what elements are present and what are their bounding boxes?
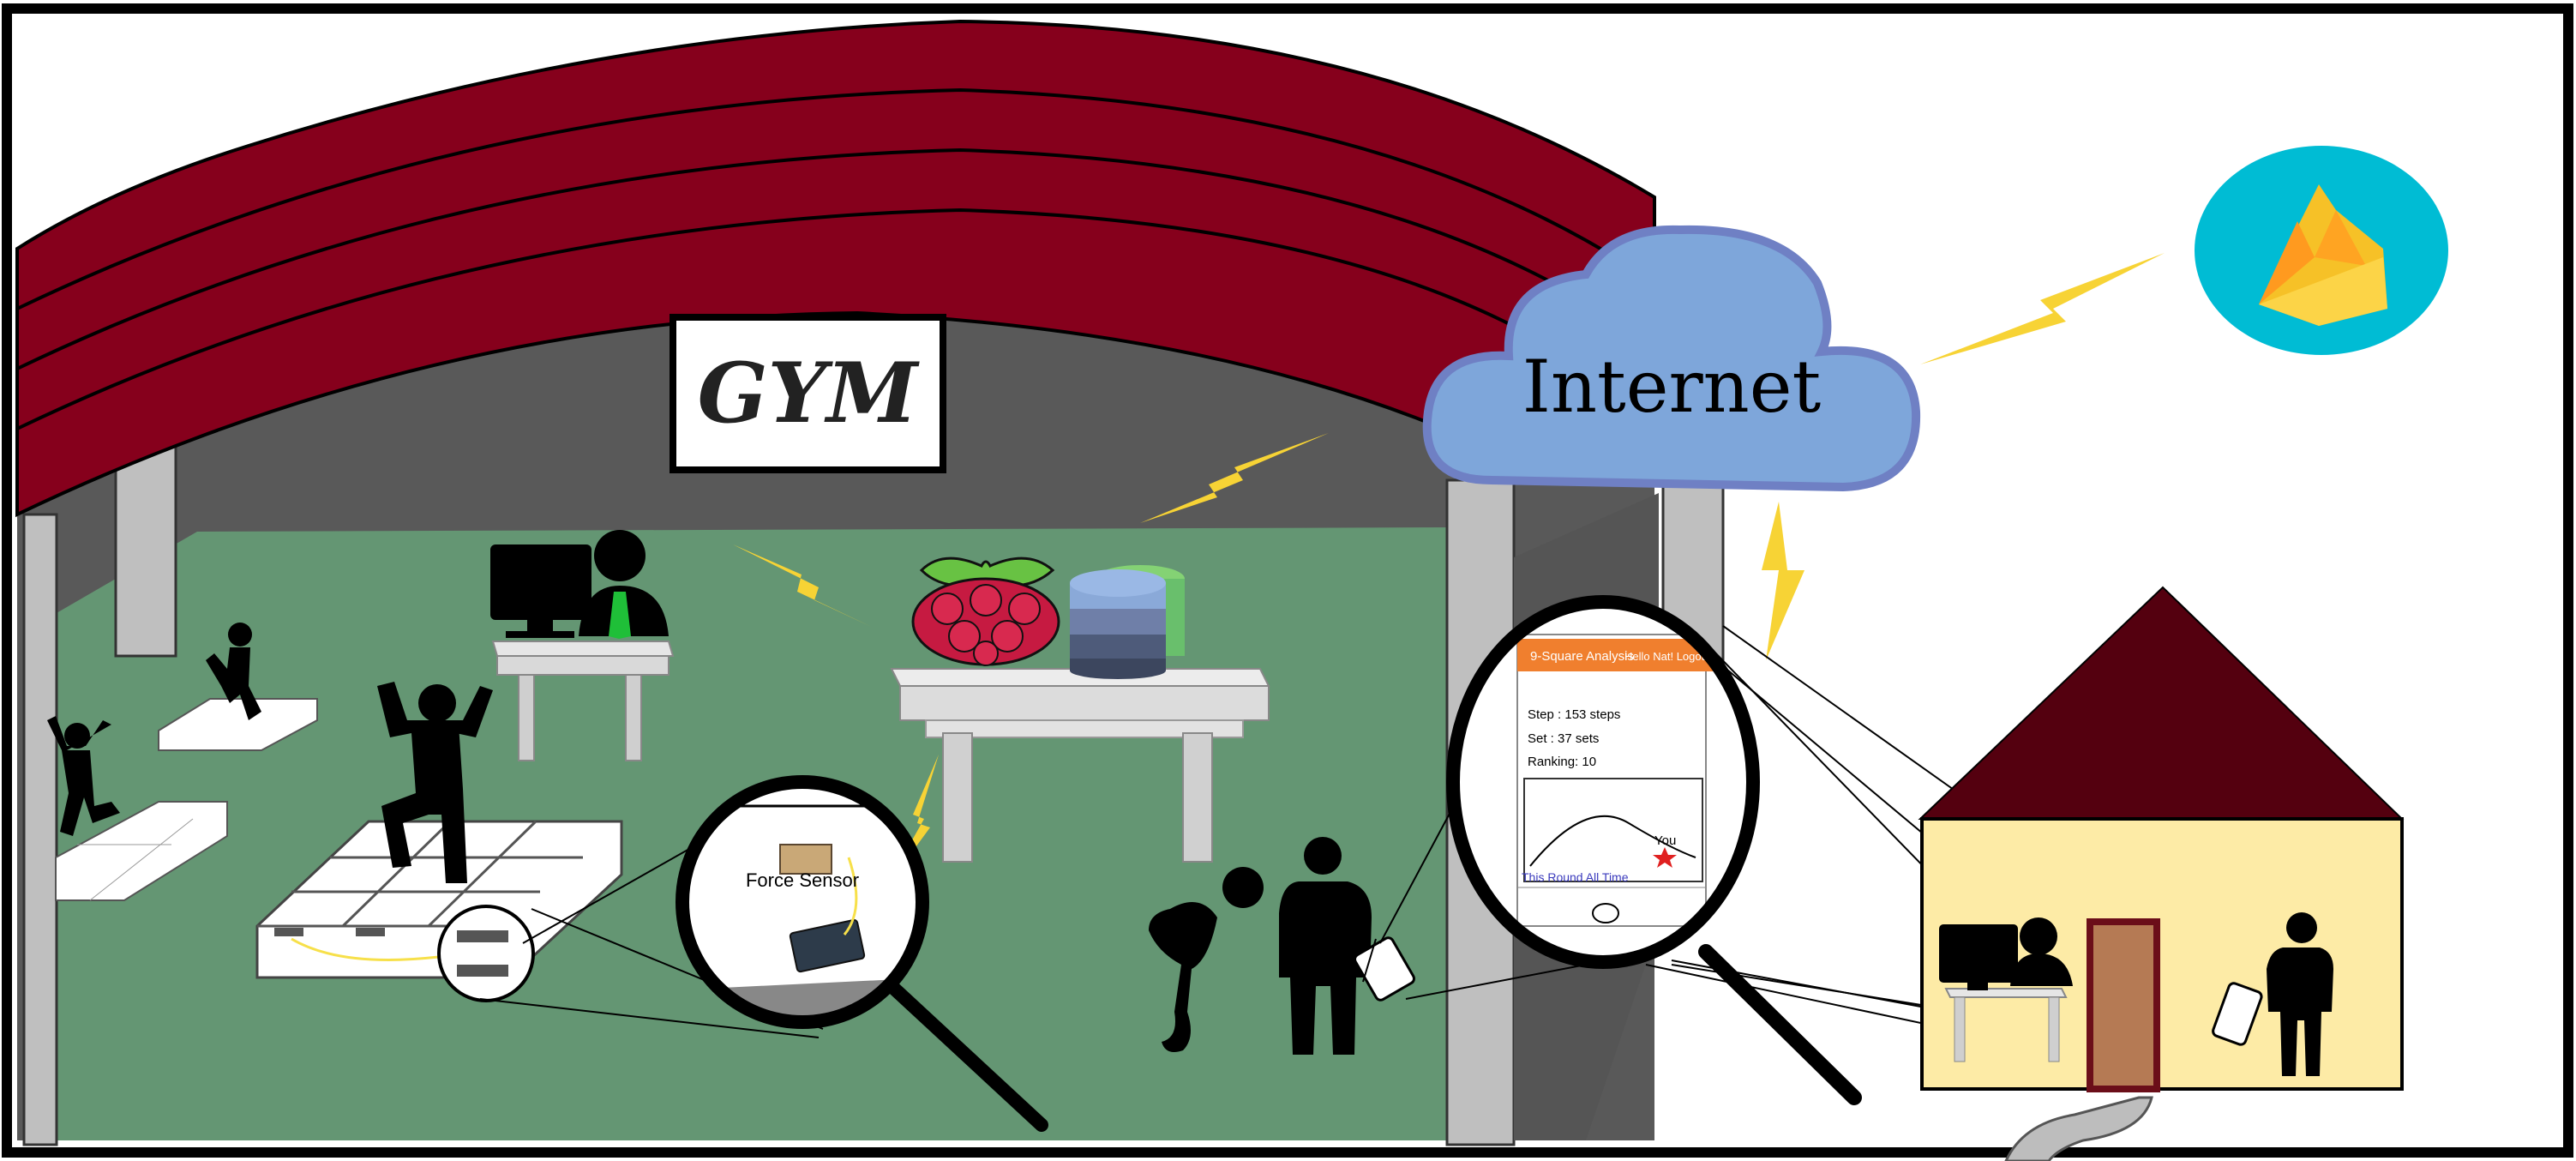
lightning-icon: [1920, 253, 2165, 364]
person-icon: [1279, 837, 1372, 1055]
internet-cloud: Internet: [1422, 225, 1921, 492]
chart-tabs[interactable]: This Round All Time: [1522, 870, 1629, 884]
lightning-icon: [1762, 502, 1804, 660]
computer-icon: [490, 544, 591, 620]
stat-set: Set : 37 sets: [1528, 731, 1599, 746]
force-sensor-label: Force Sensor: [746, 869, 859, 891]
database-icon: [1070, 565, 1185, 679]
house-door[interactable]: [2087, 918, 2160, 1092]
gym-admin-desk: [490, 530, 675, 761]
gym-sign-label: GYM: [698, 345, 921, 442]
internet-label: Internet: [1522, 345, 1822, 429]
lightning-icon: [883, 755, 939, 892]
smartphone-icon: [2212, 982, 2263, 1046]
stat-ranking: Ranking: 10: [1528, 755, 1596, 769]
person-icon: [2267, 947, 2333, 1076]
person-jumping-icon: [377, 682, 493, 883]
floor-grid-small: [158, 698, 318, 751]
house-path: [2004, 1096, 2153, 1161]
front-pillar: [22, 513, 58, 1146]
force-sensor: [779, 844, 832, 875]
you-marker: [1653, 847, 1677, 868]
computer-icon: [1939, 924, 2018, 983]
raspberry-pi-icon: [911, 556, 1060, 666]
you-label: You: [1654, 833, 1676, 848]
lightning-icon: [1140, 433, 1329, 523]
person-icon: [2010, 953, 2073, 986]
ranking-curve: [1529, 815, 1696, 867]
sensor-zoom-circle: [437, 905, 535, 1002]
app-greeting[interactable]: Hello Nat! Logout: [1624, 650, 1711, 663]
smartphone-icon: [1354, 936, 1415, 1002]
phone-app-bar: [1517, 639, 1714, 671]
gym-roof: [15, 19, 1656, 518]
app-title: 9-Square Analysis: [1530, 649, 1634, 664]
stat-step: Step : 153 steps: [1528, 707, 1620, 722]
back-pillar: [114, 444, 177, 658]
house: [1918, 586, 2405, 1161]
firebase-icon: [2195, 146, 2448, 355]
gym-sign: [670, 314, 946, 473]
person-jumping-icon: [47, 716, 120, 836]
server-table: [890, 668, 1270, 863]
person-icon: [1149, 867, 1264, 1053]
ranking-chart: [1523, 778, 1703, 882]
lightning-icon: [733, 544, 879, 630]
person-jumping-icon: [206, 623, 261, 720]
floor-grid-small: [55, 801, 228, 901]
phone-home-button[interactable]: [1592, 903, 1619, 923]
